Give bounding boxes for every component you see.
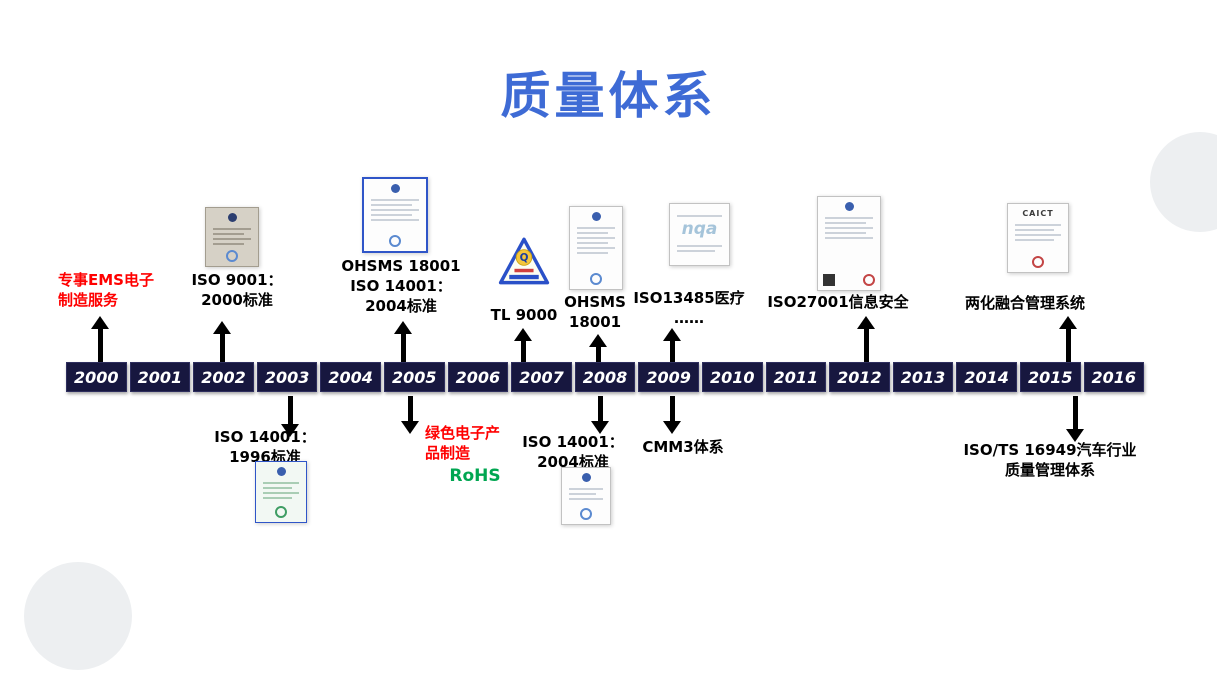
event-label-iso13485: ISO13485医疗 …… bbox=[633, 289, 745, 327]
cert-emblem-icon bbox=[227, 213, 237, 222]
cert-emblem-icon bbox=[844, 202, 854, 211]
event-label-rohs: RoHS bbox=[449, 466, 501, 486]
event-label-cmm3: CMM3体系 bbox=[642, 438, 724, 456]
event-label-iso14001-2004: ISO 14001： 2004标准 bbox=[522, 433, 624, 471]
badge-q-letter: Q bbox=[520, 252, 529, 264]
up-arrow-tl9000-icon bbox=[514, 328, 532, 362]
qr-code-icon bbox=[823, 274, 835, 286]
cert-text-lines bbox=[823, 214, 875, 274]
cert-text-lines bbox=[575, 224, 617, 273]
down-arrow-iso14001-2004-icon bbox=[591, 396, 609, 434]
certificate-iso13485-image: nqa bbox=[669, 203, 730, 266]
certificate-iso9001-image bbox=[205, 207, 259, 267]
event-label-ohsms-iso14001: OHSMS 18001 ISO 14001： 2004标准 bbox=[341, 257, 461, 315]
cert-emblem-icon bbox=[276, 467, 286, 476]
year-box: 2014 bbox=[956, 362, 1017, 392]
cert-seal-icon bbox=[275, 506, 287, 518]
down-arrow-rohs-icon bbox=[401, 396, 419, 434]
certificate-ohsms-iso14001-image bbox=[362, 177, 428, 253]
year-box: 2005 bbox=[383, 362, 445, 392]
cert-text-lines bbox=[675, 212, 724, 220]
certificate-iso14001-2004-image bbox=[561, 467, 611, 525]
down-arrow-iso-ts16949-icon bbox=[1066, 396, 1084, 442]
up-arrow-iso27001-icon bbox=[857, 316, 875, 362]
cert-emblem-icon bbox=[591, 212, 601, 221]
cert-seal-icon bbox=[389, 235, 401, 247]
cert-text-lines bbox=[1013, 221, 1063, 256]
cert-seal-icon bbox=[226, 250, 238, 262]
year-box: 2010 bbox=[701, 362, 763, 392]
cert-text-lines bbox=[211, 225, 253, 250]
certificate-iso14001-1996-image bbox=[255, 461, 307, 523]
year-box: 2006 bbox=[447, 362, 509, 392]
down-arrow-iso14001-1996-icon bbox=[281, 396, 299, 437]
certificate-lianghua-image: CAICT bbox=[1007, 203, 1069, 273]
certificate-iso27001-image bbox=[817, 196, 881, 291]
cert-emblem-icon bbox=[390, 184, 400, 193]
year-box: 2016 bbox=[1083, 362, 1145, 392]
year-box: 2012 bbox=[829, 362, 890, 392]
year-box: 2001 bbox=[129, 362, 191, 392]
up-arrow-iso13485-icon bbox=[663, 328, 681, 362]
year-box: 2007 bbox=[511, 362, 572, 392]
up-arrow-ems-icon bbox=[91, 316, 109, 362]
cert-seal-icon bbox=[580, 508, 592, 520]
down-arrow-cmm3-icon bbox=[663, 396, 681, 434]
timeline-bar: 2000 2001 2002 2003 2004 2005 2006 2007 … bbox=[66, 362, 1145, 392]
background-circle-top-right bbox=[1150, 132, 1217, 232]
cert-text-lines bbox=[567, 485, 605, 508]
certificate-ohsms18001-image bbox=[569, 206, 623, 290]
event-label-iso27001: ISO27001信息安全 bbox=[767, 293, 909, 311]
year-box: 2009 bbox=[638, 362, 699, 392]
event-label-iso-ts16949: ISO/TS 16949汽车行业 质量管理体系 bbox=[963, 441, 1137, 479]
year-box: 2011 bbox=[765, 362, 827, 392]
event-label-ohsms18001: OHSMS 18001 bbox=[564, 293, 626, 331]
up-arrow-ohsms-iso14001-icon bbox=[394, 321, 412, 362]
year-box: 2002 bbox=[193, 362, 254, 392]
up-arrow-lianghua-icon bbox=[1059, 316, 1077, 362]
year-box: 2008 bbox=[574, 362, 636, 392]
event-label-green-electronics: 绿色电子产 品制造 bbox=[425, 424, 501, 462]
cert-text-lines bbox=[261, 479, 301, 506]
cert-seal-icon bbox=[590, 273, 602, 285]
year-box: 2013 bbox=[892, 362, 954, 392]
event-label-lianghua: 两化融合管理系统 bbox=[964, 294, 1085, 312]
page-title: 质量体系 bbox=[500, 67, 717, 125]
tl9000-badge-icon: Q bbox=[498, 236, 550, 290]
event-label-ems: 专事EMS电子 制造服务 bbox=[58, 271, 154, 309]
event-label-iso9001: ISO 9001： 2000标准 bbox=[191, 271, 283, 309]
nqa-logo: nqa bbox=[681, 219, 718, 239]
cert-emblem-icon bbox=[581, 473, 591, 482]
up-arrow-ohsms18001-icon bbox=[589, 334, 607, 362]
cert-footer bbox=[823, 274, 875, 286]
cert-text-lines bbox=[675, 242, 724, 261]
red-seal-icon bbox=[1032, 256, 1044, 268]
red-seal-icon bbox=[863, 274, 875, 286]
background-circle-bottom-left bbox=[24, 562, 132, 670]
year-box: 2004 bbox=[320, 362, 381, 392]
year-box: 2000 bbox=[66, 362, 127, 392]
year-box: 2003 bbox=[256, 362, 318, 392]
cert-text-lines bbox=[369, 196, 421, 235]
up-arrow-iso9001-icon bbox=[213, 321, 231, 362]
event-label-tl9000: TL 9000 bbox=[490, 306, 558, 324]
caict-logo: CAICT bbox=[1022, 209, 1054, 218]
year-box: 2015 bbox=[1019, 362, 1081, 392]
